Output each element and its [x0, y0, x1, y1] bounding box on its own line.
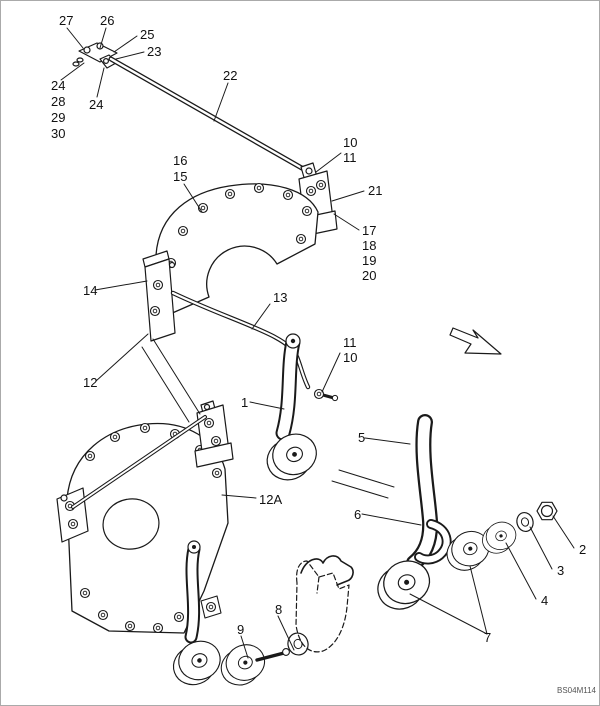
- washer-stack: [440, 501, 558, 576]
- callout-label-16: 16: [173, 153, 187, 168]
- callout-label-14: 14: [83, 283, 97, 298]
- callout-label-11a: 11: [343, 150, 357, 165]
- callout-label-25: 25: [140, 27, 154, 42]
- callout-label-20: 20: [362, 268, 376, 283]
- callout-label-9: 9: [237, 622, 244, 637]
- bolt-10-11: [313, 388, 339, 402]
- callout-label-21: 21: [368, 183, 382, 198]
- plate-top-bracket: [194, 400, 234, 468]
- callout-label-12: 12: [83, 375, 97, 390]
- callout-label-29: 29: [51, 110, 65, 125]
- callout-label-23: 23: [147, 44, 161, 59]
- upper-quadrant-plate: [153, 182, 319, 322]
- callout-label-1: 1: [241, 395, 248, 410]
- callout-label-30: 30: [51, 126, 65, 141]
- callout-label-3: 3: [557, 563, 564, 578]
- callout-label-26: 26: [100, 13, 114, 28]
- callout-label-7: 7: [484, 630, 491, 645]
- lever-1: [259, 333, 339, 487]
- control-rod-22: [108, 56, 310, 174]
- roller-9-bolt-8: [214, 632, 309, 691]
- callout-label-6: 6: [354, 507, 361, 522]
- callout-label-24b: 24: [89, 97, 103, 112]
- callout-label-2: 2: [579, 542, 586, 557]
- callout-label-27: 27: [59, 13, 73, 28]
- callout-label-8: 8: [275, 602, 282, 617]
- callout-label-24a: 24: [51, 78, 65, 93]
- callout-label-4: 4: [541, 593, 548, 608]
- callout-label-22: 22: [223, 68, 237, 83]
- leader-lines: [60, 27, 575, 659]
- hex-nut-2: [536, 501, 558, 521]
- callout-label-17: 17: [362, 223, 376, 238]
- callout-label-10a: 10: [343, 135, 357, 150]
- phantom-bracket: [295, 555, 354, 653]
- callout-labels: 27 26 25 23 24 28 29 30 24 22 10 11 16 1…: [51, 13, 586, 645]
- callout-label-28: 28: [51, 94, 65, 109]
- figure-reference-code: BS04M114: [557, 686, 597, 695]
- callout-label-13: 13: [273, 290, 287, 305]
- callout-label-11b: 11: [343, 335, 357, 350]
- direction-arrow-icon: [449, 327, 502, 355]
- callout-label-15: 15: [173, 169, 187, 184]
- lever-5-6: [370, 414, 452, 617]
- lower-quadrant-plate: [56, 400, 234, 634]
- callout-label-5: 5: [358, 430, 365, 445]
- callout-label-10b: 10: [343, 350, 357, 365]
- left-pivot-bracket: [142, 250, 176, 342]
- clamp-assembly: [72, 42, 118, 69]
- callout-label-18: 18: [362, 238, 376, 253]
- lower-lever: [166, 540, 228, 691]
- callout-label-19: 19: [362, 253, 376, 268]
- callout-label-12A: 12A: [259, 492, 282, 507]
